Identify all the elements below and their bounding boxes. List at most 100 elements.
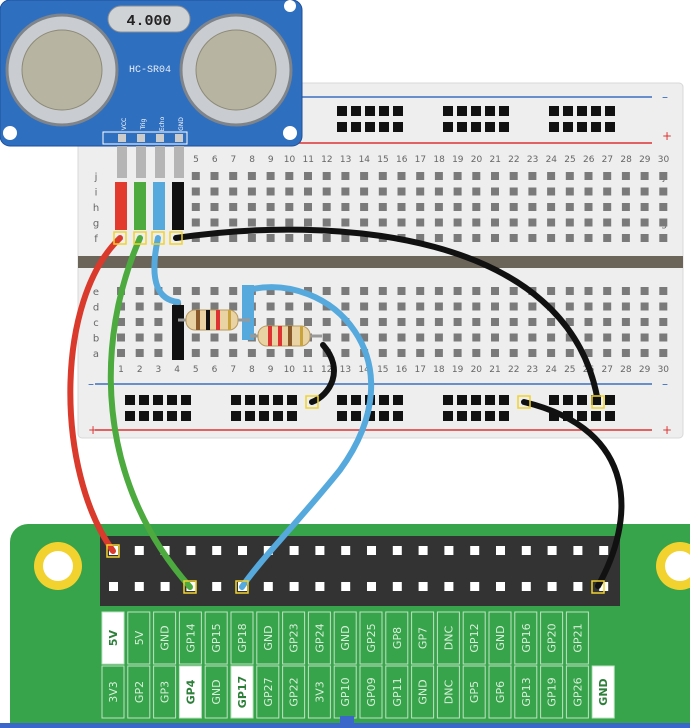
header-pin bbox=[367, 582, 376, 591]
pin-label-box bbox=[462, 611, 486, 665]
breadboard-hole bbox=[341, 187, 350, 196]
pin-label: GP19 bbox=[546, 677, 559, 706]
breadboard-hole bbox=[229, 172, 238, 180]
column-number: 30 bbox=[658, 155, 670, 165]
breadboard-hole bbox=[621, 172, 630, 180]
breadboard-hole bbox=[135, 349, 144, 357]
breadboard-hole bbox=[210, 302, 219, 311]
pin-label-box bbox=[514, 665, 538, 719]
breadboard-hole bbox=[603, 318, 612, 326]
breadboard-hole bbox=[528, 318, 537, 326]
rail-hole bbox=[139, 395, 149, 405]
breadboard-hole bbox=[621, 349, 630, 357]
breadboard-hole bbox=[603, 302, 612, 311]
breadboard-hole bbox=[472, 349, 481, 357]
breadboard-hole bbox=[547, 234, 556, 242]
pin-label: GP11 bbox=[391, 677, 404, 706]
rail-hole bbox=[443, 122, 453, 132]
row-letter: b bbox=[93, 334, 99, 345]
breadboard-hole bbox=[434, 333, 443, 342]
header-pin bbox=[392, 546, 402, 555]
rail-hole bbox=[337, 395, 347, 405]
column-number: 28 bbox=[620, 155, 632, 165]
breadboard-hole bbox=[191, 187, 200, 196]
breadboard-hole bbox=[565, 318, 574, 326]
header-pin bbox=[212, 546, 222, 555]
header-pin bbox=[496, 546, 505, 555]
pin-label-box bbox=[127, 665, 151, 719]
pin-label: GND bbox=[597, 678, 610, 705]
breadboard-hole bbox=[210, 218, 219, 227]
rail-hole bbox=[273, 395, 283, 405]
breadboard-hole bbox=[191, 287, 200, 295]
pin-label-box bbox=[436, 611, 460, 665]
breadboard-hole bbox=[640, 349, 649, 357]
breadboard-hole bbox=[416, 333, 425, 342]
rail-hole bbox=[591, 106, 601, 116]
header-pin bbox=[573, 546, 583, 555]
header-pin bbox=[444, 546, 454, 555]
breadboard-hole bbox=[210, 203, 219, 211]
rail-hole bbox=[499, 411, 509, 421]
pin-label-box bbox=[591, 665, 615, 719]
breadboard-hole bbox=[322, 172, 331, 180]
rail-hole bbox=[351, 411, 361, 421]
column-number: 21 bbox=[489, 365, 500, 375]
pin-label-box bbox=[178, 665, 202, 719]
breadboard-hole bbox=[191, 349, 200, 357]
breadboard-hole bbox=[322, 203, 331, 211]
breadboard-hole bbox=[360, 203, 369, 211]
rail-hole bbox=[379, 106, 389, 116]
pin-label: GP20 bbox=[546, 623, 559, 652]
breadboard-hole bbox=[453, 318, 462, 326]
breadboard-hole bbox=[304, 349, 312, 357]
header-pin bbox=[599, 546, 609, 555]
rail-hole bbox=[287, 395, 297, 405]
breadboard-hole bbox=[135, 302, 144, 311]
breadboard-hole bbox=[322, 187, 331, 196]
pin-label: GP21 bbox=[571, 623, 584, 652]
breadboard-hole bbox=[472, 318, 481, 326]
breadboard-hole bbox=[621, 203, 630, 211]
breadboard-hole bbox=[266, 218, 275, 227]
breadboard-hole bbox=[247, 187, 256, 196]
breadboard-hole bbox=[621, 333, 630, 342]
pin-label-box bbox=[307, 665, 331, 719]
breadboard-hole bbox=[210, 187, 219, 196]
rail-hole bbox=[577, 122, 587, 132]
pin-label-box bbox=[230, 665, 254, 719]
breadboard-hole bbox=[621, 302, 630, 311]
rail-hole bbox=[605, 122, 615, 132]
breadboard-hole bbox=[135, 333, 144, 342]
rail-hole bbox=[167, 395, 177, 405]
breadboard-hole bbox=[360, 187, 369, 196]
breadboard-hole bbox=[491, 318, 499, 326]
column-number: 18 bbox=[433, 365, 445, 375]
breadboard-hole bbox=[584, 234, 593, 242]
column-number: 13 bbox=[340, 365, 351, 375]
rail-hole bbox=[471, 122, 481, 132]
pin-label: GP25 bbox=[365, 623, 378, 652]
breadboard-hole bbox=[378, 287, 387, 295]
rail-hole bbox=[443, 411, 453, 421]
pin-label: GP4 bbox=[184, 679, 197, 704]
breadboard-hole bbox=[266, 234, 275, 242]
breadboard-hole bbox=[584, 318, 593, 326]
breadboard-hole bbox=[547, 172, 556, 180]
breadboard-hole bbox=[472, 287, 481, 295]
pin-label: GP16 bbox=[520, 623, 533, 652]
green-wire bbox=[107, 235, 193, 590]
rail-hole bbox=[379, 411, 389, 421]
column-number: 15 bbox=[377, 365, 388, 375]
header-pin bbox=[263, 582, 273, 591]
breadboard-hole bbox=[229, 302, 238, 311]
breadboard-hole bbox=[472, 302, 481, 311]
rail-hole bbox=[443, 395, 453, 405]
column-number: 23 bbox=[527, 155, 538, 165]
pin-label-box bbox=[256, 611, 280, 665]
breadboard-hole bbox=[491, 287, 499, 295]
header-pin bbox=[109, 582, 118, 591]
pin-label-box bbox=[436, 665, 460, 719]
